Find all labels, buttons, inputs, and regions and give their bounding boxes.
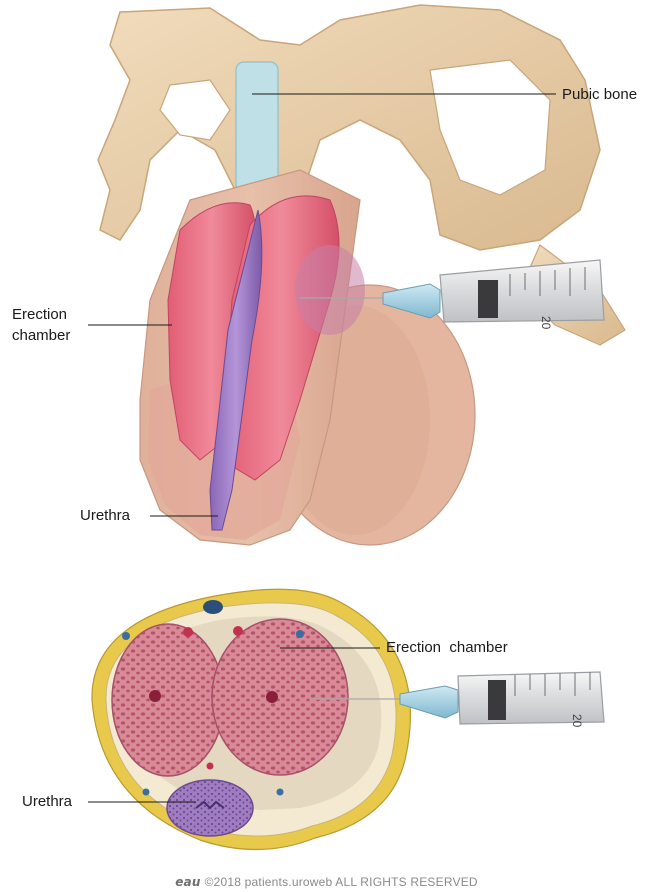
syringe-top-mark: 20 [539,316,553,330]
syringe-bottom-mark: 20 [570,714,584,728]
label-urethra-cross: Urethra [22,793,72,811]
label-erection-chamber-line2: chamber [12,327,70,345]
label-urethra-top: Urethra [80,507,130,525]
corpus-cavernosum-left [112,624,224,776]
copyright-footer: eau ©2018 patients.uroweb ALL RIGHTS RESE… [0,875,653,889]
label-pubic-bone: Pubic bone [562,86,637,104]
corpus-cavernosum-right [212,619,348,775]
cross-section [92,589,410,849]
label-erection-chamber-line1: Erection [12,306,67,324]
copyright-text: ©2018 patients.uroweb ALL RIGHTS RESERVE… [205,875,478,889]
label-erection-chamber-cross: Erection chamber [386,639,508,657]
eau-logo: eau [175,875,200,889]
pubic-symphysis [236,62,278,197]
